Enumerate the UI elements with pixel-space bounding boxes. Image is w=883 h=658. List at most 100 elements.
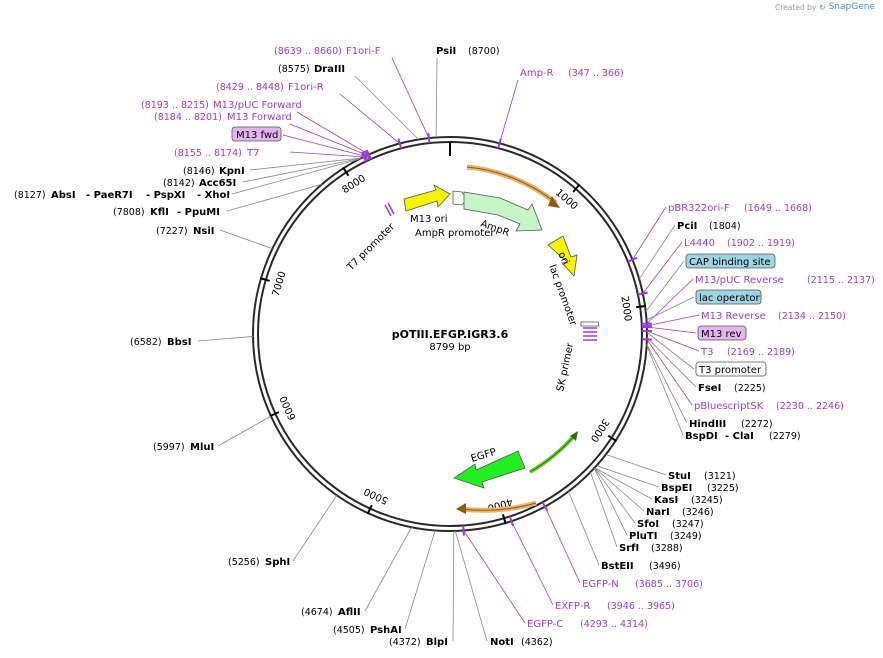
orf-arc-egfp-inner xyxy=(461,502,537,511)
site-name: NsiI xyxy=(193,226,214,237)
primer-name: pBluescriptSK xyxy=(694,401,764,412)
primer-f1ori-r[interactable]: (8429 .. 8448) F1ori-R xyxy=(216,82,324,93)
primer-egfp-c[interactable]: EGFP-C (4293 .. 4314) xyxy=(527,619,648,630)
feature-cap-binding-site[interactable]: CAP binding site xyxy=(685,253,776,269)
primer-coord: (1649 .. 1668) xyxy=(744,203,812,214)
orf-arc-green xyxy=(529,434,576,474)
primer-coord: (1902 .. 1919) xyxy=(727,238,795,249)
leader-line xyxy=(646,344,684,436)
snapgene-icon: ↻ xyxy=(819,2,826,12)
primer-name: M13/pUC Forward xyxy=(213,100,302,111)
primer-m13-reverse[interactable]: M13 Reverse (2134 .. 2150) xyxy=(701,311,846,322)
site-noti[interactable]: NotI (4362) xyxy=(490,637,553,648)
site-nsii[interactable]: (7227) NsiI xyxy=(156,226,214,237)
leader-line xyxy=(568,491,600,566)
orf-arc-egfp-head xyxy=(456,503,466,514)
primer-l4440[interactable]: L4440 (1902 .. 1919) xyxy=(684,238,795,249)
site-coord: (8127) xyxy=(14,190,46,201)
site-coord: (2272) xyxy=(741,419,773,430)
primer-t3[interactable]: T3 (2169 .. 2189) xyxy=(700,347,795,358)
primer-t7[interactable]: (8155 .. 8174) T7 xyxy=(174,148,259,159)
feature-m13-rev[interactable]: M13 rev xyxy=(697,325,747,341)
primer-coord: (2169 .. 2189) xyxy=(727,347,795,358)
leader-line xyxy=(499,79,519,144)
site-acc65i[interactable]: (8142) Acc65I xyxy=(163,178,236,189)
site-bsteii[interactable]: BstEII (3496) xyxy=(601,561,681,572)
site-coord: (1804) xyxy=(709,221,741,232)
ruler-tick xyxy=(366,504,373,515)
site-srfi[interactable]: SrfI (3288) xyxy=(619,543,683,554)
primer-name: Amp-R xyxy=(520,68,554,79)
primer-f1ori-f[interactable]: (8639 .. 8660) F1ori-F xyxy=(274,46,381,57)
primer-m13-puc-reverse[interactable]: M13/pUC Reverse (2115 .. 2137) xyxy=(695,275,875,286)
orf-arc-amp-inner xyxy=(466,166,557,204)
site-sphi[interactable]: (5256) SphI xyxy=(228,557,290,568)
site-blpi[interactable]: (4372) BlpI xyxy=(389,637,448,648)
site-kfli[interactable]: (7808) KflI - PpuMI xyxy=(113,207,220,218)
leader-line xyxy=(404,530,436,630)
site-name: SphI xyxy=(265,557,290,568)
feature-egfp-arrow xyxy=(453,450,526,489)
site-bspdi[interactable]: BspDI - ClaI (2279) xyxy=(685,431,801,442)
orf-arc-amp-head xyxy=(548,196,560,208)
site-pluti[interactable]: PluTI (3249) xyxy=(629,531,702,542)
leader-line xyxy=(511,520,554,606)
orf-arc-green-head xyxy=(570,431,578,441)
site-sfoi[interactable]: SfoI (3247) xyxy=(637,519,704,530)
site-absi[interactable]: (8127) AbsI - PaeR7I - PspXI - XhoI xyxy=(14,190,230,201)
leader-line xyxy=(632,206,667,260)
leader-line xyxy=(435,57,438,138)
site-aflii[interactable]: (4674) AflII xyxy=(301,607,361,618)
site-extra: - XhoI xyxy=(197,190,230,201)
primer-pbluescriptsk[interactable]: pBluescriptSK (2230 .. 2246) xyxy=(694,401,844,412)
leader-line xyxy=(242,157,362,183)
site-name: NarI xyxy=(646,507,670,518)
site-pcii[interactable]: PciI (1804) xyxy=(677,221,741,232)
primer-mark xyxy=(362,151,369,162)
leader-line xyxy=(638,224,676,280)
site-draiii[interactable]: (8575) DraIII xyxy=(278,64,345,75)
site-name: PsiI xyxy=(436,46,456,57)
primer-m13-forward[interactable]: (8184 .. 8201) M13 Forward xyxy=(154,112,292,123)
site-kasi[interactable]: KasI (3245) xyxy=(654,495,723,506)
leader-line xyxy=(219,229,273,249)
primer-amp-r[interactable]: Amp-R (347 .. 366) xyxy=(520,68,624,79)
site-fsei[interactable]: FseI (2225) xyxy=(698,383,766,394)
feature-ampr-arrow xyxy=(463,191,543,232)
primer-coord: (2134 .. 2150) xyxy=(778,311,846,322)
site-psii[interactable]: PsiI (8700) xyxy=(436,46,500,57)
feature-lac-operator[interactable]: lac operator xyxy=(695,289,762,305)
site-kpni[interactable]: (8146) KpnI xyxy=(183,166,245,177)
site-coord: (2225) xyxy=(734,383,766,394)
ruler-tick xyxy=(259,277,270,282)
label-ori: ori xyxy=(555,250,571,267)
site-mlui[interactable]: (5997) MluI xyxy=(153,442,214,453)
site-bbsi[interactable]: (6582) BbsI xyxy=(130,337,191,348)
ruler-tick-label: 8000 xyxy=(340,173,367,196)
primer-coord: (8155 .. 8174) xyxy=(174,148,242,159)
feature-m13ori-arrow xyxy=(403,184,451,212)
feature-name: T3 promoter xyxy=(698,365,762,376)
site-hindiii[interactable]: HindIII (2272) xyxy=(689,419,773,430)
site-bspei[interactable]: BspEI (3225) xyxy=(661,483,739,494)
primer-mark xyxy=(365,149,372,160)
site-name: PshAI xyxy=(370,625,402,636)
primer-m13-puc-forward[interactable]: (8193 .. 8215) M13/pUC Forward xyxy=(141,100,302,111)
leader-line xyxy=(391,57,430,139)
primer-coord: (8639 .. 8660) xyxy=(274,46,342,57)
leader-line xyxy=(594,467,645,512)
primer-name: L4440 xyxy=(684,238,715,249)
site-nari[interactable]: NarI (3246) xyxy=(646,507,714,518)
primer-name: EGFP-C xyxy=(527,619,563,630)
feature-m13-fwd[interactable]: M13 fwd xyxy=(231,126,282,142)
primer-name: EGFP-N xyxy=(582,579,619,590)
leader-line xyxy=(593,467,628,536)
primer-pbr322ori-f[interactable]: pBR322ori-F (1649 .. 1668) xyxy=(668,203,812,214)
feature-box xyxy=(685,253,776,269)
site-stui[interactable]: StuI (3121) xyxy=(668,471,736,482)
primer-exfp-r[interactable]: EXFP-R (3946 .. 3965) xyxy=(555,601,675,612)
primer-egfp-n[interactable]: EGFP-N (3685 .. 3706) xyxy=(582,579,703,590)
feature-t3-promoter[interactable]: T3 promoter xyxy=(695,361,767,377)
site-pshai[interactable]: (4505) PshAI xyxy=(333,625,402,636)
site-name: PciI xyxy=(677,221,697,232)
